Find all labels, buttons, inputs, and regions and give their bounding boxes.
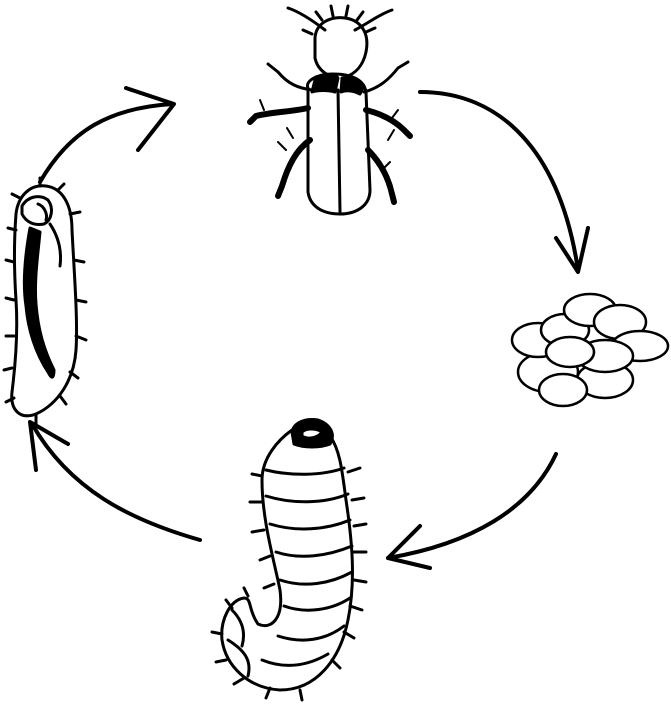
arrow-larva-to-pupa bbox=[30, 422, 200, 540]
beetle-adult-icon bbox=[250, 6, 410, 214]
larva-grub-icon bbox=[212, 420, 366, 701]
arrow-eggs-to-larva bbox=[388, 454, 556, 568]
arrow-adult-to-eggs bbox=[420, 92, 588, 272]
pupa-icon bbox=[4, 178, 86, 424]
arrow-pupa-to-adult bbox=[40, 88, 174, 182]
egg-cluster-icon bbox=[512, 294, 668, 406]
